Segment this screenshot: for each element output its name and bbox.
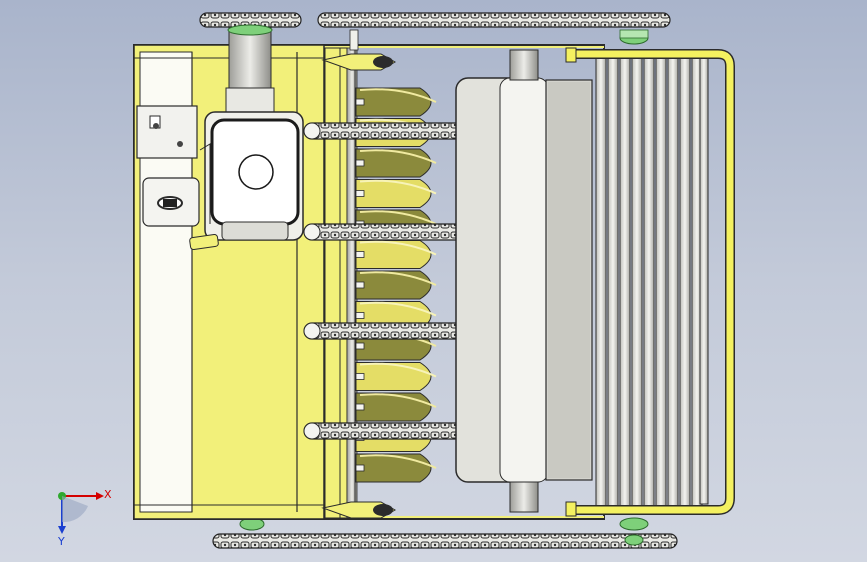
- x-axis-label: X: [104, 488, 112, 501]
- engine-assembly: [136, 24, 304, 251]
- cutting-disk: [355, 392, 437, 422]
- disk-shaft-rails: [321, 29, 397, 519]
- roller-tube: [619, 55, 631, 507]
- cutting-disk: [355, 270, 437, 300]
- cutting-disk: [355, 362, 437, 391]
- gearbox-housing: [455, 49, 593, 513]
- roller-tube-edge: [699, 57, 709, 505]
- roller-tube: [667, 55, 679, 507]
- bottom-sprocket-hub-right: [619, 517, 649, 546]
- axis-triad: X Y: [57, 488, 112, 548]
- cutting-disk: [355, 148, 437, 178]
- roller-tube: [607, 55, 619, 507]
- bottom-chain: [212, 533, 678, 549]
- cutting-disk: [355, 179, 437, 208]
- roller-tube: [643, 55, 655, 507]
- roller-tube: [595, 55, 607, 507]
- y-axis-label: Y: [57, 535, 65, 548]
- top-right-chain: [317, 12, 671, 28]
- handle-frame: [565, 47, 735, 517]
- cutting-disk: [355, 240, 437, 269]
- roller-tube: [679, 55, 691, 507]
- roller-tube: [655, 55, 667, 507]
- roller-drum: [595, 55, 709, 507]
- top-sprocket-hub: [619, 29, 649, 45]
- cutting-disk: [355, 453, 437, 483]
- roller-tube: [631, 55, 643, 507]
- cutting-disk: [355, 87, 437, 117]
